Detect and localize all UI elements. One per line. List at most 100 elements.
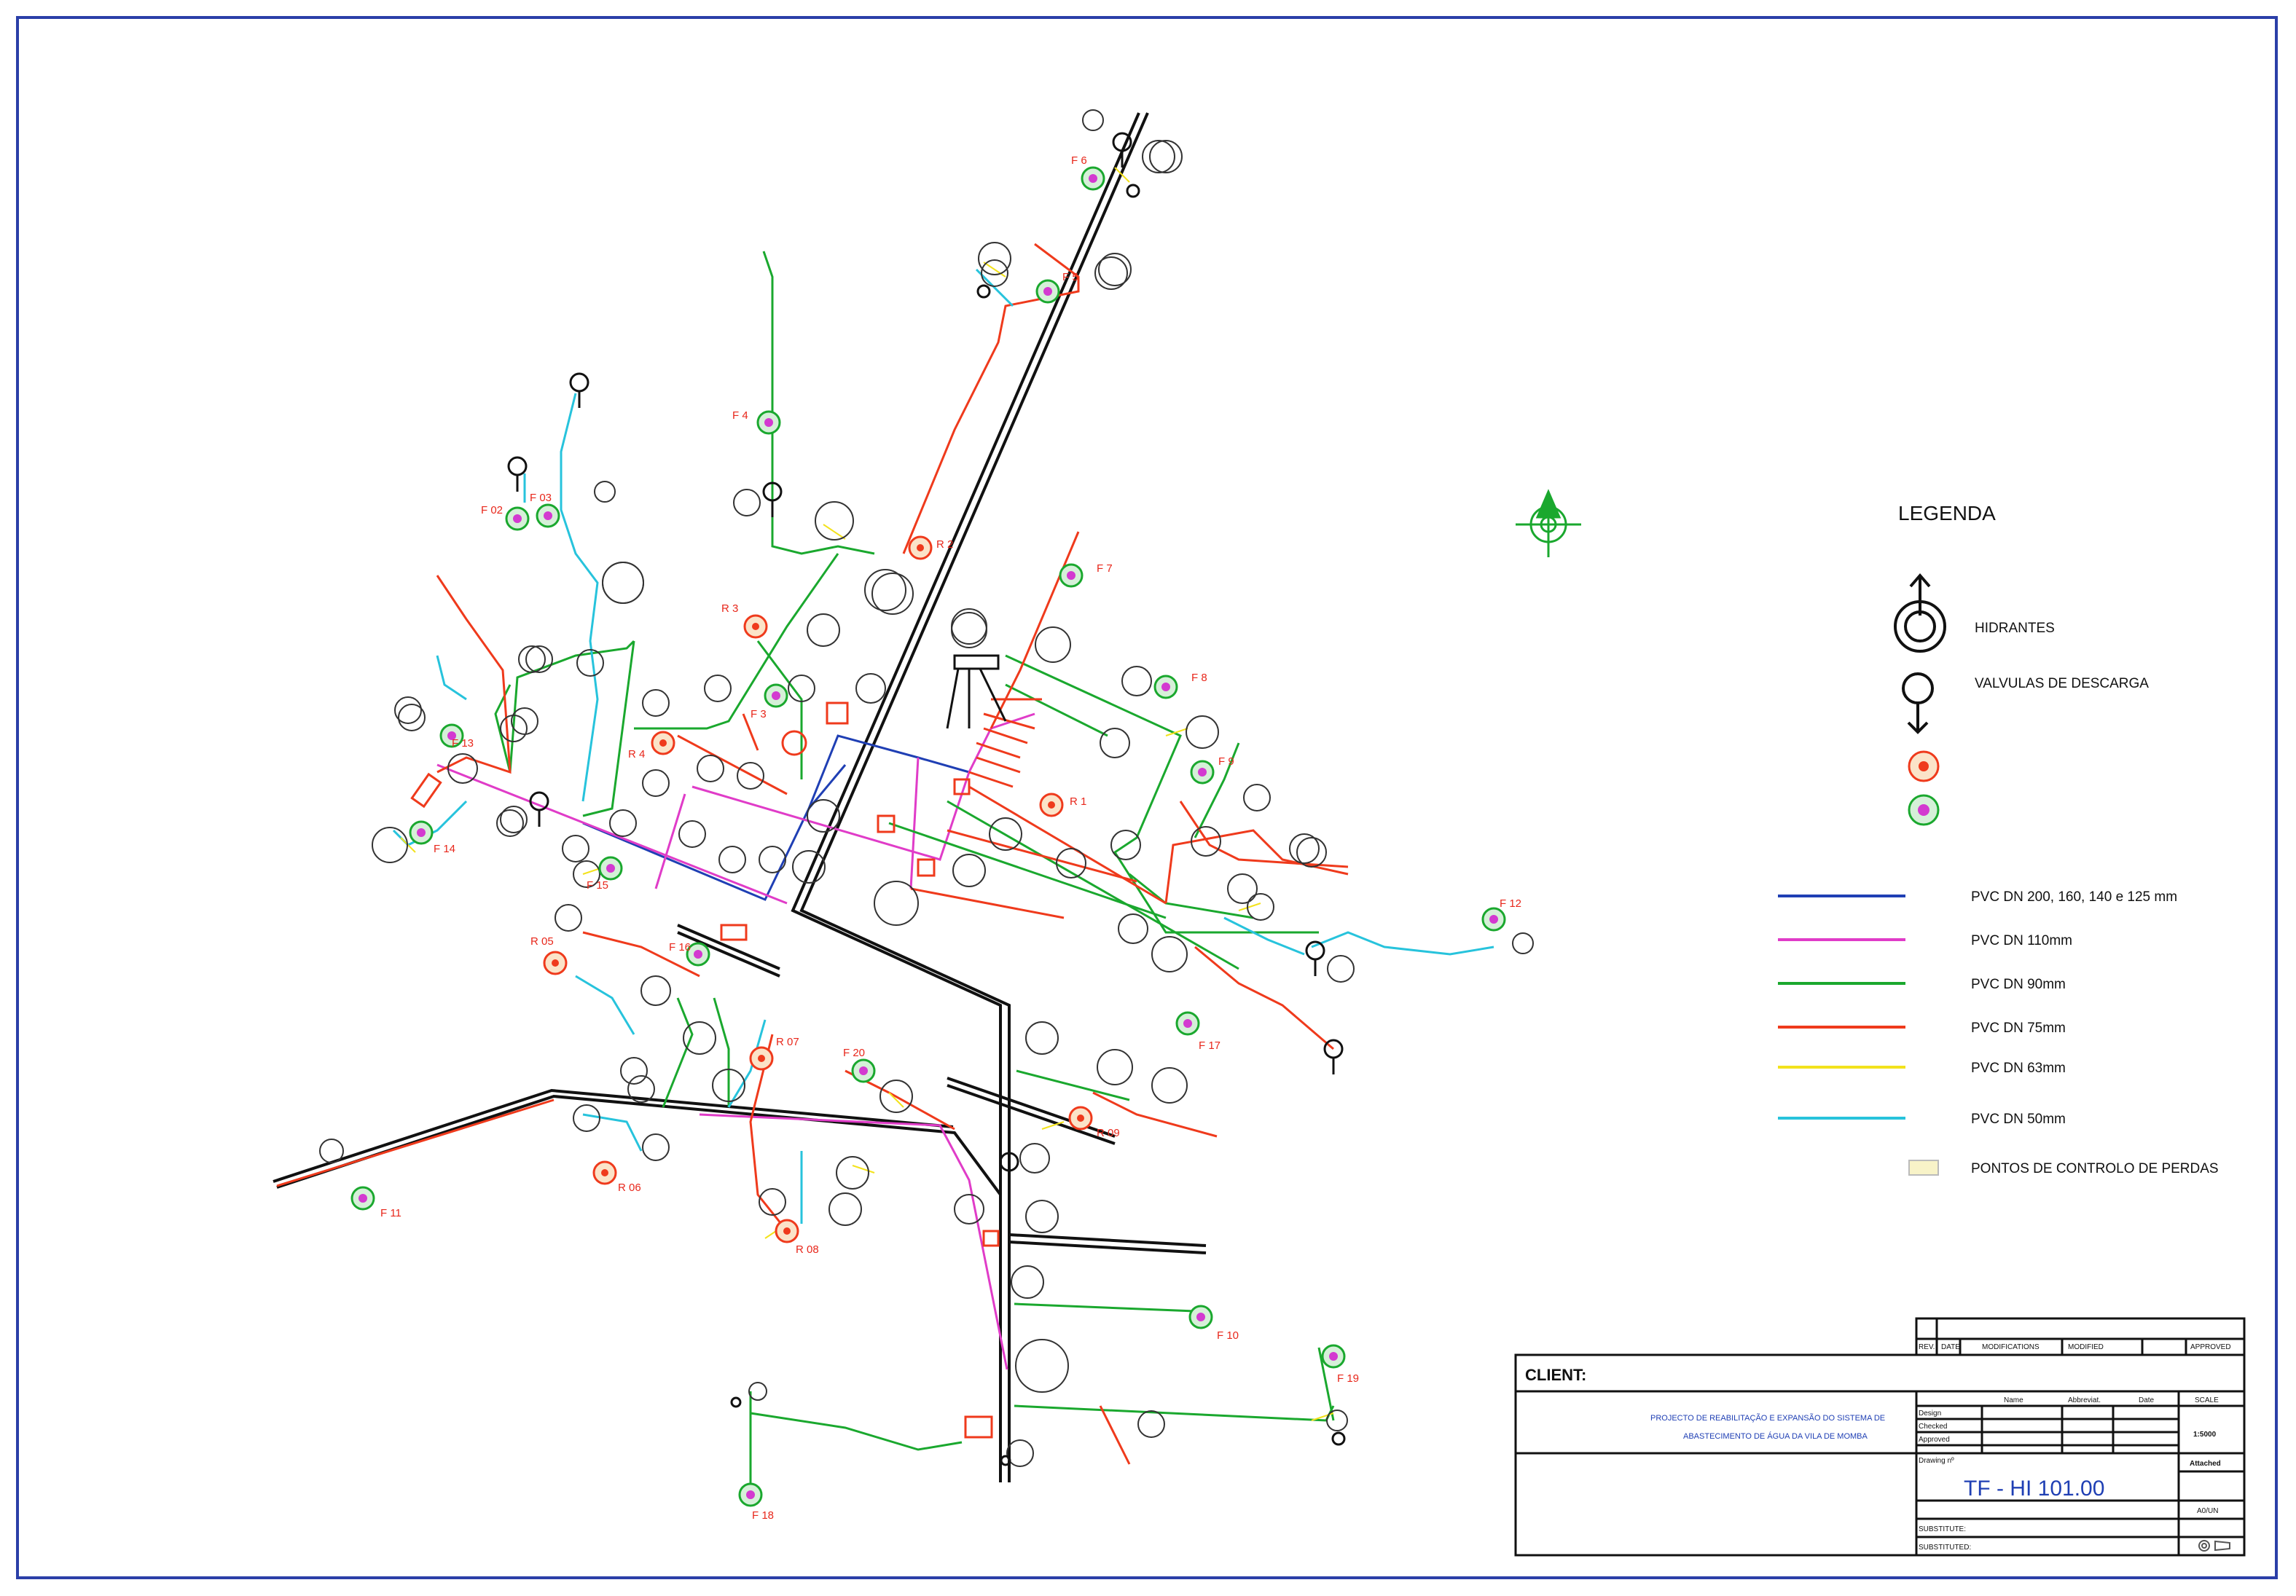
reservoir-label: R 08: [796, 1243, 819, 1256]
borehole-core: [1067, 571, 1075, 580]
borehole-label: F 17: [1199, 1039, 1221, 1052]
borehole-label: F 11: [380, 1207, 401, 1219]
pipes-dn50: [392, 268, 1494, 1224]
reservoir-label: R 1: [1070, 795, 1086, 808]
date-header: DATE: [1941, 1343, 1960, 1351]
title-block: [1514, 1317, 2246, 1557]
reservoir-label: R 3: [721, 602, 738, 615]
borehole-label: F 8: [1191, 672, 1207, 684]
reservoirs: R 2R 3R 4R 1R 05R 07R 06R 08R 09: [530, 535, 1120, 1256]
borehole-label: F 12: [1500, 897, 1521, 910]
reservoir-core: [783, 1227, 791, 1235]
borehole-label: F 9: [1218, 755, 1234, 768]
reservoir-core: [659, 739, 667, 747]
borehole-label: F 03: [530, 492, 552, 504]
borehole-label: F 20: [843, 1047, 865, 1059]
borehole-core: [606, 864, 615, 873]
borehole-core: [1043, 287, 1052, 296]
modified-header: MODIFIED: [2068, 1343, 2104, 1351]
borehole-core: [447, 731, 456, 740]
legend-title: LEGENDA: [1898, 502, 1996, 524]
sign-date-header: Date: [2139, 1396, 2155, 1404]
borehole-core: [544, 511, 552, 520]
reservoir-label: R 07: [776, 1036, 799, 1048]
substitute-label: SUBSTITUTE:: [1919, 1525, 1966, 1533]
network-valves: [507, 132, 1346, 1466]
pipes-dn110: [436, 712, 1035, 1370]
sheet-frame: [16, 16, 2278, 1579]
borehole-core: [1329, 1352, 1338, 1361]
control-point-icon: [1908, 1160, 1939, 1176]
discharge-valve-icon: [1902, 672, 1934, 734]
borehole-label: F 10: [1217, 1329, 1239, 1342]
legend-pipe-label: PVC DN 90mm: [1971, 977, 2066, 992]
sign-name-header: Name: [2004, 1396, 2023, 1404]
borehole-core: [513, 514, 522, 523]
rev-header: REV.: [1919, 1343, 1935, 1351]
pipes-dn200: [582, 734, 970, 901]
legend-hydrant-label: HIDRANTES: [1975, 621, 2055, 636]
north-arrow-icon: [1516, 489, 1581, 557]
attached-label: Attached: [2190, 1460, 2221, 1468]
borehole-label: F 15: [587, 879, 608, 892]
borehole-label: F 6: [1071, 154, 1087, 167]
borehole-label: F 02: [481, 504, 503, 516]
legend-pipe-label: PVC DN 63mm: [1971, 1061, 2066, 1076]
project-title-line-1: PROJECTO DE REABILITAÇÃO E EXPANSÃO DO S…: [1650, 1413, 1885, 1423]
borehole-label: F 4: [732, 409, 748, 422]
reservoir-icon: [1908, 750, 1940, 782]
reservoir-label: R 06: [618, 1182, 641, 1194]
legend-pipe-label: PVC DN 50mm: [1971, 1112, 2066, 1127]
borehole-core: [417, 828, 426, 837]
legend-pipe-label: PVC DN 110mm: [1971, 933, 2072, 948]
client-label: CLIENT:: [1525, 1366, 1586, 1384]
reservoir-core: [758, 1055, 765, 1062]
design-row: Design: [1919, 1410, 1941, 1418]
reservoir-core: [1048, 801, 1055, 809]
approved-row: Approved: [1919, 1436, 1950, 1444]
borehole-core: [1183, 1019, 1192, 1028]
borehole-label: F 19: [1337, 1372, 1359, 1385]
borehole-icon: [1908, 794, 1940, 826]
reservoir-core: [752, 623, 759, 630]
scale-label: SCALE: [2195, 1396, 2219, 1404]
legend-pipe-label: PVC DN 75mm: [1971, 1021, 2066, 1036]
reservoir-label: R 2: [936, 538, 953, 551]
checked-row: Checked: [1919, 1423, 1947, 1431]
reservoir-core: [1077, 1115, 1084, 1122]
borehole-core: [1089, 174, 1097, 183]
title-block-text: REV. DATE MODIFICATIONS MODIFIED APPROVE…: [1525, 1343, 2231, 1552]
project-title-line-2: ABASTECIMENTO DE ÁGUA DA VILA DE MOMBA: [1683, 1431, 1868, 1441]
reservoir-label: R 4: [628, 748, 645, 760]
borehole-label: F 13: [452, 737, 474, 750]
borehole-core: [1161, 683, 1170, 691]
borehole-core: [764, 418, 773, 427]
sheet-size-label: A0/UN: [2197, 1507, 2218, 1515]
borehole-label: F 16: [669, 941, 691, 954]
pipes-dn63: [400, 167, 1334, 1421]
black-tank: [946, 654, 1007, 729]
borehole-core: [694, 950, 702, 959]
service-connections: [319, 109, 1534, 1467]
borehole-label: F 7: [1097, 562, 1113, 575]
boreholes: F 6F 5F 4F 7F 8F 9F 3F 02F 03F 13F 14F 1…: [350, 154, 1521, 1522]
modifications-header: MODIFICATIONS: [1982, 1343, 2040, 1351]
borehole-core: [772, 691, 780, 700]
borehole-core: [746, 1490, 755, 1499]
legend-control-points-label: PONTOS DE CONTROLO DE PERDAS: [1971, 1161, 2219, 1176]
borehole-core: [1196, 1313, 1205, 1321]
substituted-label: SUBSTITUTED:: [1919, 1544, 1971, 1552]
reservoir-core: [917, 544, 924, 551]
sign-abbrev-header: Abbreviat.: [2068, 1396, 2101, 1404]
hydrant-icon: [1894, 573, 1946, 653]
borehole-label: F 3: [751, 708, 767, 720]
structures: [410, 701, 1000, 1439]
projection-symbol-icon: [2198, 1540, 2230, 1552]
drawing-number: TF - HI 101.00: [1964, 1477, 2104, 1501]
borehole-core: [1489, 915, 1498, 924]
legend: LEGENDA HIDRANTES VALVULAS DE DESCARGA P…: [1778, 502, 2219, 1176]
approved-header: APPROVED: [2190, 1343, 2231, 1351]
borehole-label: F 5: [1062, 271, 1078, 283]
